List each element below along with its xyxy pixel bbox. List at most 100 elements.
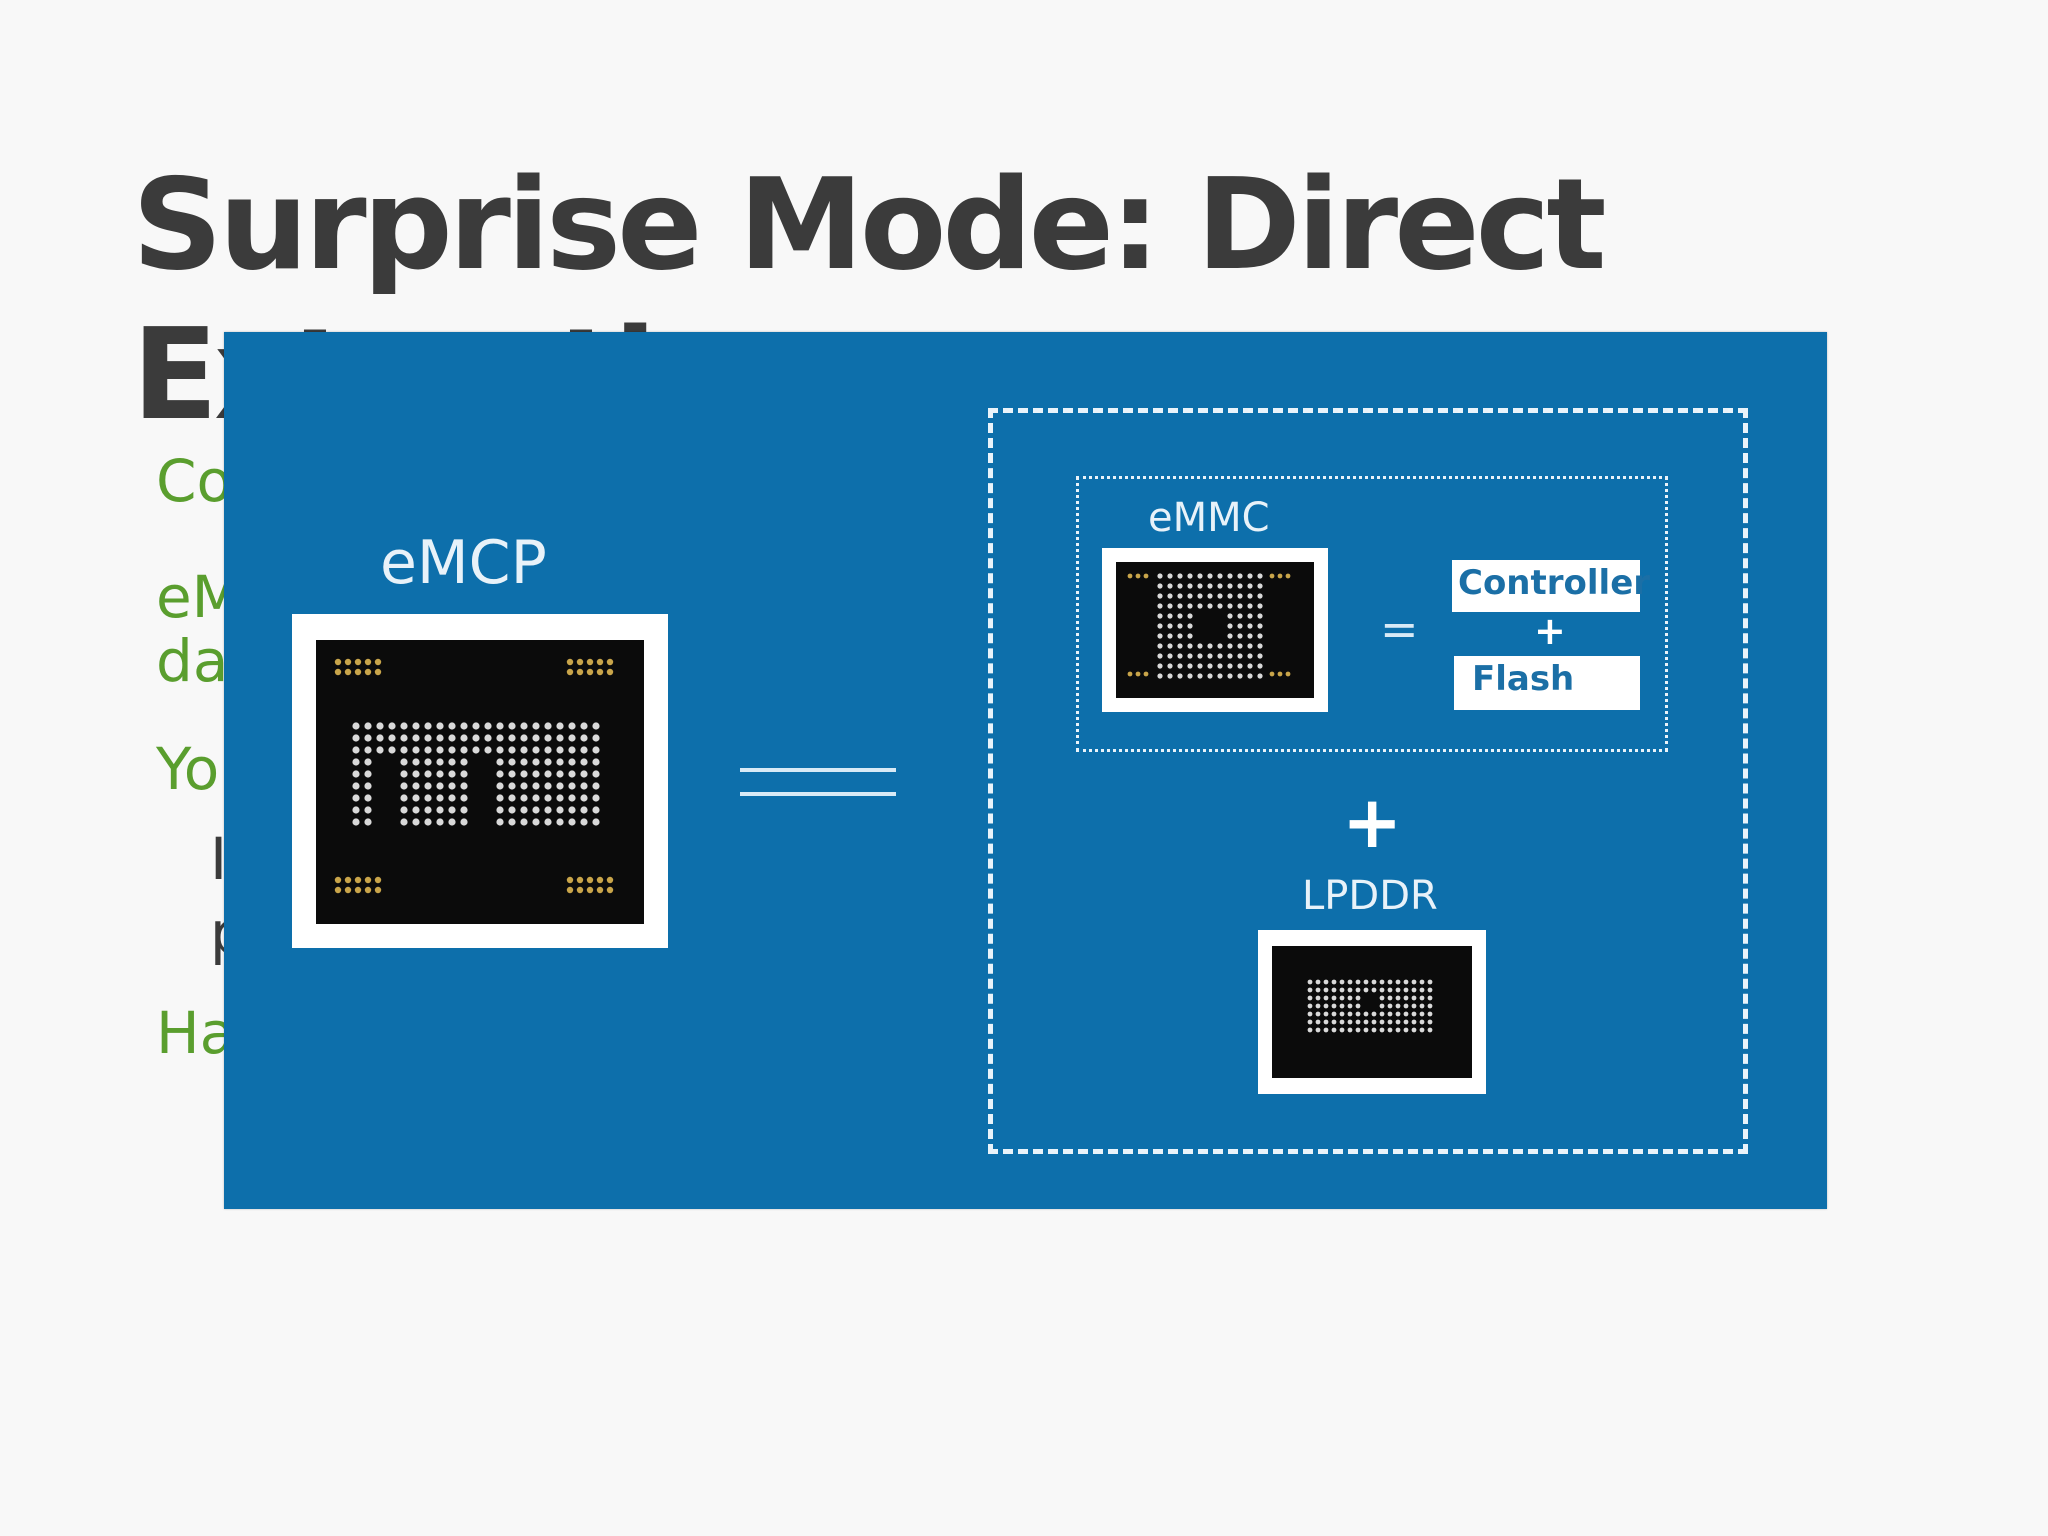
solder-ball	[1323, 987, 1329, 993]
solder-ball	[1167, 663, 1173, 669]
solder-ball	[364, 794, 372, 802]
solder-ball	[1197, 653, 1203, 659]
solder-ball	[1307, 995, 1313, 1001]
solder-ball	[352, 818, 360, 826]
solder-ball	[520, 770, 528, 778]
solder-ball	[388, 746, 396, 754]
gold-pad	[576, 668, 584, 676]
solder-ball	[1411, 1011, 1417, 1017]
solder-ball	[1411, 1019, 1417, 1025]
solder-ball	[1395, 979, 1401, 985]
gold-pad	[606, 876, 614, 884]
solder-ball	[1207, 663, 1213, 669]
solder-ball	[556, 806, 564, 814]
gold-pad	[606, 886, 614, 894]
solder-ball	[1323, 1019, 1329, 1025]
solder-ball	[1157, 583, 1163, 589]
solder-ball	[544, 746, 552, 754]
solder-ball	[460, 758, 468, 766]
solder-ball	[376, 746, 384, 754]
solder-ball	[1419, 979, 1425, 985]
solder-ball	[520, 734, 528, 742]
solder-ball	[556, 794, 564, 802]
solder-ball	[1197, 593, 1203, 599]
solder-ball	[1403, 1003, 1409, 1009]
gold-pad	[334, 668, 342, 676]
solder-ball	[1197, 643, 1203, 649]
solder-ball	[412, 758, 420, 766]
solder-ball	[1257, 603, 1263, 609]
solder-ball	[352, 746, 360, 754]
solder-ball	[400, 734, 408, 742]
emcp-diagram-image: eMCP eMMC = Controller + Flash + LPDDR	[224, 332, 1827, 1209]
solder-ball	[400, 806, 408, 814]
solder-ball	[484, 746, 492, 754]
gold-pad	[374, 658, 382, 666]
solder-ball	[496, 782, 504, 790]
solder-ball	[376, 734, 384, 742]
solder-ball	[1315, 1019, 1321, 1025]
solder-ball	[1363, 1019, 1369, 1025]
solder-ball	[364, 722, 372, 730]
solder-ball	[424, 734, 432, 742]
solder-ball	[1427, 987, 1433, 993]
solder-ball	[1315, 979, 1321, 985]
solder-ball	[1387, 995, 1393, 1001]
solder-ball	[1331, 995, 1337, 1001]
solder-ball	[460, 770, 468, 778]
solder-ball	[568, 770, 576, 778]
solder-ball	[580, 722, 588, 730]
solder-ball	[1157, 623, 1163, 629]
solder-ball	[364, 782, 372, 790]
gold-pad	[1127, 671, 1133, 677]
solder-ball	[1307, 1011, 1313, 1017]
solder-ball	[400, 758, 408, 766]
solder-ball	[532, 758, 540, 766]
solder-ball	[1363, 987, 1369, 993]
solder-ball	[1395, 1019, 1401, 1025]
solder-ball	[520, 818, 528, 826]
solder-ball	[1237, 653, 1243, 659]
solder-ball	[400, 722, 408, 730]
gold-pad	[334, 876, 342, 884]
solder-ball	[1237, 673, 1243, 679]
solder-ball	[1227, 673, 1233, 679]
gold-pad	[586, 658, 594, 666]
solder-ball	[1395, 1027, 1401, 1033]
solder-ball	[1207, 673, 1213, 679]
solder-ball	[460, 794, 468, 802]
solder-ball	[1347, 1027, 1353, 1033]
solder-ball	[1331, 1011, 1337, 1017]
solder-ball	[580, 818, 588, 826]
solder-ball	[592, 734, 600, 742]
solder-ball	[1355, 995, 1361, 1001]
solder-ball	[1247, 603, 1253, 609]
solder-ball	[1237, 633, 1243, 639]
solder-ball	[568, 758, 576, 766]
solder-ball	[1387, 1019, 1393, 1025]
solder-ball	[1177, 653, 1183, 659]
emmc-equals-sign: =	[1380, 602, 1419, 656]
solder-ball	[508, 722, 516, 730]
solder-ball	[1379, 979, 1385, 985]
bullet-4: Ha	[156, 999, 236, 1067]
solder-ball	[364, 770, 372, 778]
gold-pad	[1135, 671, 1141, 677]
gold-pad	[576, 886, 584, 894]
solder-ball	[472, 722, 480, 730]
solder-ball	[352, 722, 360, 730]
solder-ball	[460, 746, 468, 754]
solder-ball	[1331, 1003, 1337, 1009]
solder-ball	[376, 722, 384, 730]
solder-ball	[1187, 663, 1193, 669]
solder-ball	[1197, 673, 1203, 679]
solder-ball	[1315, 995, 1321, 1001]
gold-pad	[1143, 671, 1149, 677]
solder-ball	[1347, 1011, 1353, 1017]
solder-ball	[1427, 1011, 1433, 1017]
solder-ball	[1371, 1027, 1377, 1033]
controller-flash-plus: +	[1534, 609, 1566, 653]
solder-ball	[1187, 593, 1193, 599]
solder-ball	[1227, 603, 1233, 609]
gold-pad	[344, 886, 352, 894]
